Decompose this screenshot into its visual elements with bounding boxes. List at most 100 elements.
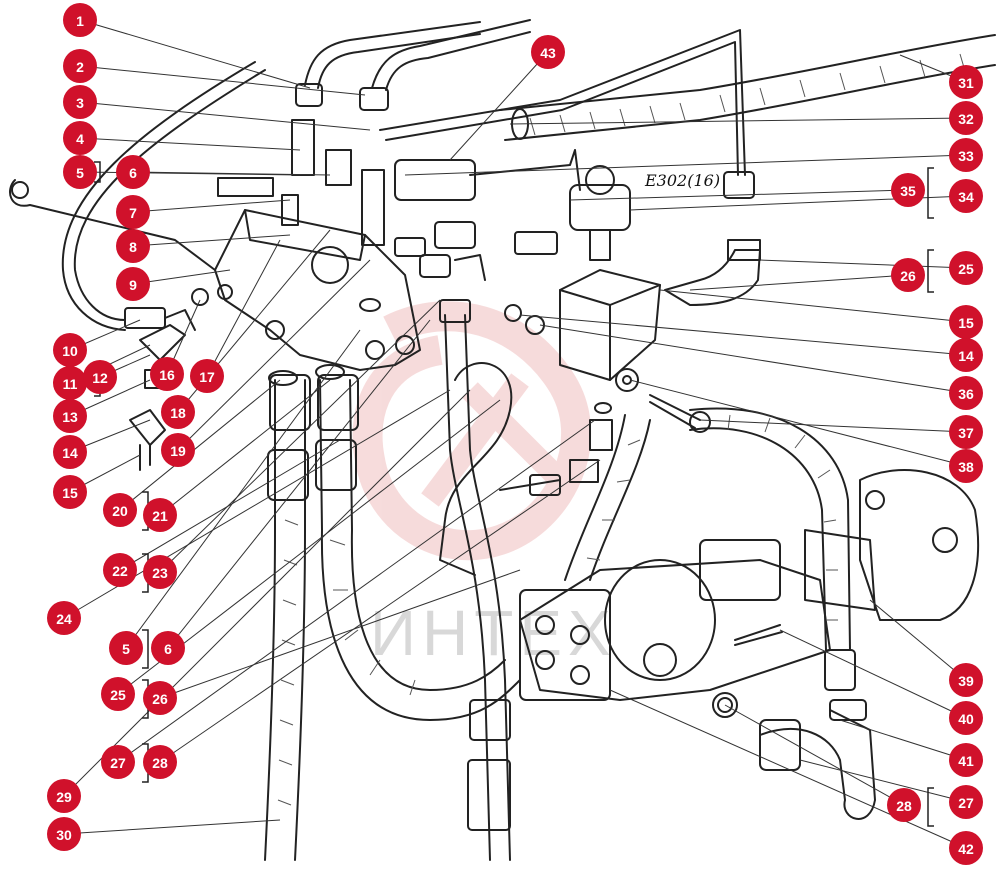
callout-circle: [161, 433, 195, 467]
callout-number: 23: [152, 565, 168, 581]
callout-28: 28: [887, 788, 921, 822]
callout-circle: [143, 681, 177, 715]
callout-38: 38: [949, 449, 983, 483]
callout-33: 33: [949, 138, 983, 172]
callout-number: 38: [958, 459, 974, 475]
callout-circle: [53, 333, 87, 367]
callout-number: 19: [170, 443, 186, 459]
callout-31: 31: [949, 65, 983, 99]
leader-line: [724, 704, 905, 806]
callout-24: 24: [47, 601, 81, 635]
leader-line: [79, 137, 301, 151]
solenoid-annotation: E302(16): [644, 171, 720, 190]
callout-number: 40: [958, 711, 974, 727]
callout-number: 43: [540, 45, 556, 61]
callout-23: 23: [143, 555, 177, 589]
callout-36: 36: [949, 376, 983, 410]
callout-number: 27: [958, 795, 974, 811]
callout-circle: [949, 338, 983, 372]
callout-number: 27: [110, 755, 126, 771]
callout-3: 3: [63, 85, 97, 119]
callout-number: 26: [900, 268, 916, 284]
callout-9: 9: [116, 267, 150, 301]
callout-2: 2: [63, 49, 97, 83]
leader-line: [159, 569, 521, 699]
callout-number: 7: [129, 205, 137, 221]
callout-circle: [116, 267, 150, 301]
callout-number: 25: [958, 261, 974, 277]
leader-line: [449, 51, 549, 161]
callout-35: 35: [891, 173, 925, 207]
callout-circle: [83, 360, 117, 394]
callout-30: 30: [47, 817, 81, 851]
callout-1: 1: [63, 3, 97, 37]
callout-number: 15: [958, 315, 974, 331]
leader-line: [167, 319, 431, 649]
callout-number: 11: [63, 376, 78, 392]
leader-line: [159, 379, 331, 516]
callout-circle: [143, 555, 177, 589]
callout-5: 5: [63, 155, 97, 189]
callout-27: 27: [101, 745, 135, 779]
line-art: [9, 19, 996, 861]
callout-number: 17: [199, 369, 215, 385]
callout-circle: [949, 138, 983, 172]
callout-number: 13: [62, 409, 78, 425]
callout-10: 10: [53, 333, 87, 367]
callout-circle: [949, 65, 983, 99]
callout-circle: [151, 631, 185, 665]
callout-21: 21: [143, 498, 177, 532]
callout-bracket: [927, 787, 934, 827]
callout-circle: [116, 155, 150, 189]
callout-circle: [891, 258, 925, 292]
callout-number: 6: [164, 641, 172, 657]
callout-number: 42: [958, 841, 974, 857]
leader-line: [569, 189, 909, 201]
leader-line: [132, 234, 291, 247]
callout-circle: [190, 359, 224, 393]
callout-circle: [63, 49, 97, 83]
callout-circle: [53, 475, 87, 509]
callout-circle: [150, 357, 184, 391]
callout-26: 26: [891, 258, 925, 292]
callout-circle: [887, 788, 921, 822]
callout-4: 4: [63, 121, 97, 155]
callout-number: 20: [112, 503, 128, 519]
leader-line: [659, 289, 967, 323]
callout-circle: [949, 101, 983, 135]
leader-line: [404, 154, 967, 176]
callout-15: 15: [53, 475, 87, 509]
callout-circle: [161, 395, 195, 429]
leader-line: [79, 65, 366, 96]
leader-line: [63, 389, 471, 797]
callout-circle: [53, 366, 87, 400]
hose-texture: [277, 53, 966, 806]
callout-15: 15: [949, 305, 983, 339]
callout-20: 20: [103, 493, 137, 527]
callout-circle: [103, 493, 137, 527]
leader-line: [79, 101, 371, 131]
callout-26: 26: [143, 681, 177, 715]
callout-number: 2: [76, 59, 84, 75]
leader-line: [79, 19, 311, 89]
callout-number: 16: [159, 367, 175, 383]
callout-number: 41: [958, 753, 974, 769]
callout-39: 39: [949, 663, 983, 697]
callout-number: 22: [112, 563, 128, 579]
callout-number: 14: [958, 348, 974, 364]
callout-number: 5: [122, 641, 130, 657]
callout-number: 31: [958, 75, 974, 91]
callout-number: 28: [896, 798, 912, 814]
leader-line: [132, 171, 331, 176]
callout-circle: [63, 85, 97, 119]
callout-18: 18: [161, 395, 195, 429]
leader-line: [699, 419, 967, 433]
callout-12: 12: [83, 360, 117, 394]
leader-line: [539, 324, 967, 394]
watermark-logo: [352, 301, 592, 561]
callout-number: 28: [152, 755, 168, 771]
callout-41: 41: [949, 743, 983, 777]
callout-number: 32: [958, 111, 974, 127]
callout-number: 10: [62, 343, 78, 359]
